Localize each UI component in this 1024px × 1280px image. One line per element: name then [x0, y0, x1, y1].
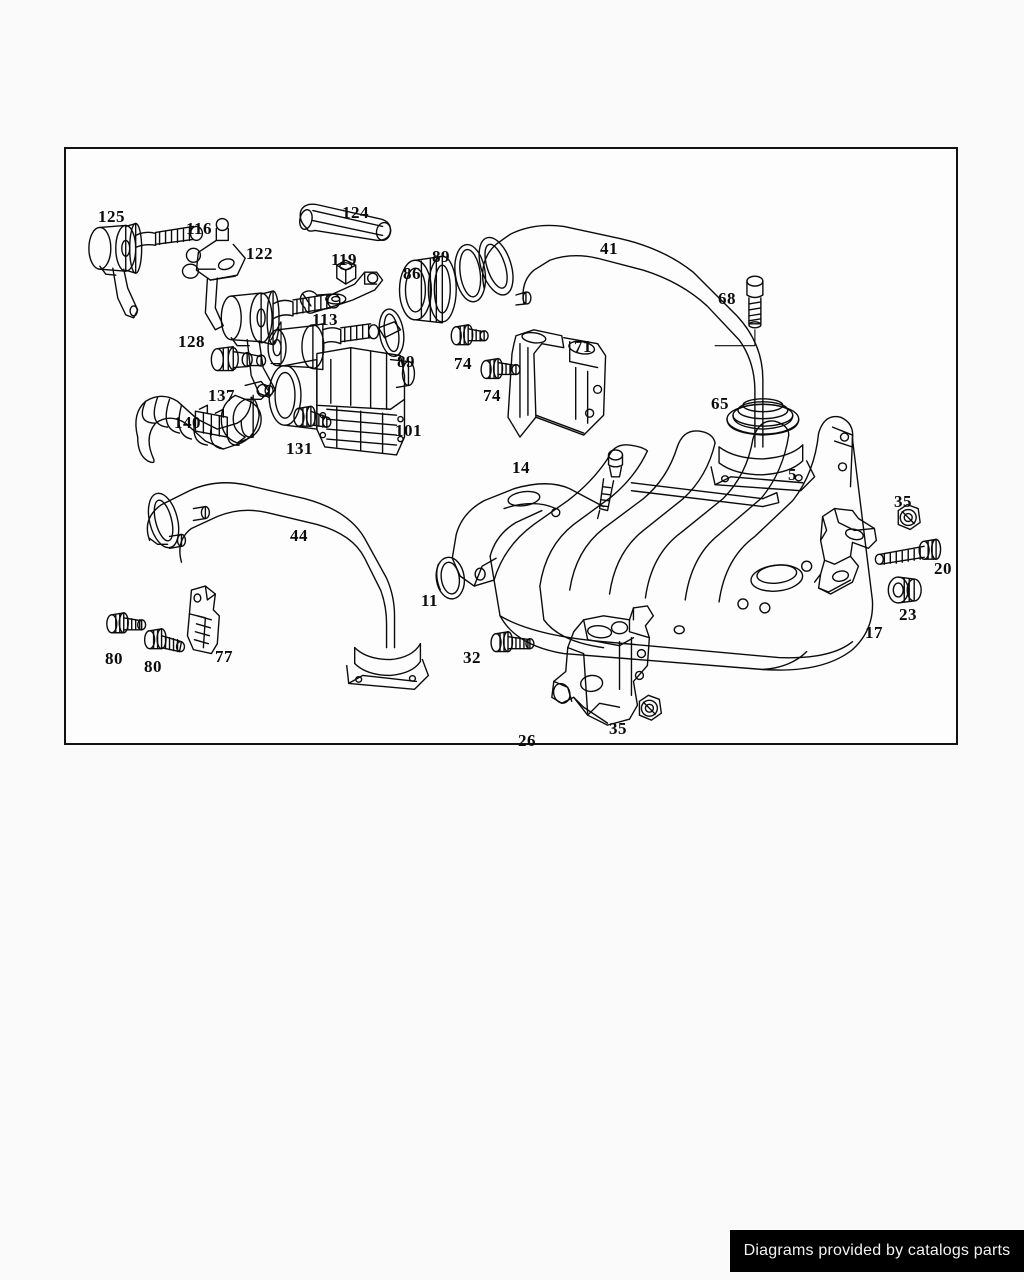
- part-35-lock-nut-lower: [638, 694, 663, 721]
- part-11-gasket-ring: [435, 556, 466, 600]
- part-68-vent-screw: [714, 275, 764, 347]
- diagram-illustration: [88, 203, 942, 726]
- callout-86: 86: [403, 264, 421, 283]
- callout-131: 131: [286, 439, 313, 458]
- part-80-bolt-upper: [106, 612, 147, 634]
- part-89-o-ring-lower: [378, 308, 405, 358]
- callout-137: 137: [208, 386, 235, 405]
- callout-5: 5: [788, 465, 797, 484]
- part-101-throttle-valve-assembly: [267, 321, 416, 456]
- callout-89-lower: 89: [397, 352, 415, 371]
- part-35-lock-nut-upper: [897, 503, 921, 531]
- callout-26: 26: [518, 731, 536, 750]
- part-74-bolt-lower: [480, 357, 521, 380]
- callout-77: 77: [215, 647, 233, 666]
- watermark-banner: Diagrams provided by catalogs parts: [730, 1230, 1024, 1272]
- part-41-air-intake-pipe: [478, 224, 816, 492]
- callout-80-upper: 80: [105, 649, 123, 668]
- part-65-sealing-ring: [726, 398, 800, 436]
- callout-80-lower: 80: [144, 657, 162, 676]
- callout-23: 23: [899, 605, 917, 624]
- callout-113: 113: [312, 310, 339, 329]
- part-20-bolt-right: [874, 538, 942, 565]
- callout-124: 124: [342, 203, 369, 222]
- callout-11: 11: [421, 591, 439, 610]
- part-80-bolt-lower: [143, 628, 186, 653]
- callout-41: 41: [600, 239, 618, 258]
- part-74-bolt-upper: [450, 324, 489, 346]
- part-119-hex-nut: [336, 259, 357, 285]
- callout-122: 122: [246, 244, 273, 263]
- callout-35-lower: 35: [609, 719, 627, 738]
- part-44-air-duct-pipe: [146, 482, 430, 691]
- part-14-stud-bolt: [596, 449, 624, 520]
- callout-44: 44: [290, 526, 308, 545]
- callout-74-lower: 74: [483, 386, 501, 405]
- part-17-mounting-bracket-right: [813, 507, 878, 595]
- part-23-spacer-bushing: [887, 576, 922, 604]
- part-86-sleeve-coupling: [398, 255, 457, 324]
- callout-14: 14: [512, 458, 530, 477]
- callout-119: 119: [331, 250, 358, 269]
- part-77-retaining-bracket-left: [186, 585, 221, 655]
- callout-32: 32: [463, 648, 481, 667]
- callout-140: 140: [174, 413, 201, 432]
- callout-101: 101: [395, 421, 422, 440]
- callout-65: 65: [711, 394, 729, 413]
- callout-89-upper: 89: [432, 247, 450, 266]
- part-125-idle-speed-actuator: [88, 222, 204, 319]
- part-32-bolt-center: [490, 631, 535, 653]
- callout-35-upper: 35: [894, 492, 912, 511]
- part-116-ball-stud-lever: [181, 217, 246, 331]
- part-128-hose-fitting: [210, 321, 282, 372]
- callout-116: 116: [186, 219, 213, 238]
- callout-17: 17: [865, 623, 883, 642]
- part-5-intake-manifold: [451, 415, 874, 671]
- part-140-corrugated-hose: [135, 395, 260, 464]
- part-26-mounting-bracket-center: [551, 605, 655, 726]
- diagram-frame: 125 116 124 122 119 113 128 86 89 89 41 …: [64, 147, 958, 749]
- watermark-text: Diagrams provided by catalogs parts: [743, 1242, 1011, 1259]
- callout-71: 71: [574, 337, 592, 356]
- callout-68: 68: [718, 289, 736, 308]
- part-124-connecting-rod: [299, 203, 392, 242]
- part-71-support-bracket: [507, 329, 607, 438]
- callout-128: 128: [178, 332, 205, 351]
- callout-74-upper: 74: [454, 354, 472, 373]
- callout-125: 125: [98, 207, 125, 226]
- part-113-lever-linkage: [299, 271, 384, 314]
- callout-20: 20: [934, 559, 952, 578]
